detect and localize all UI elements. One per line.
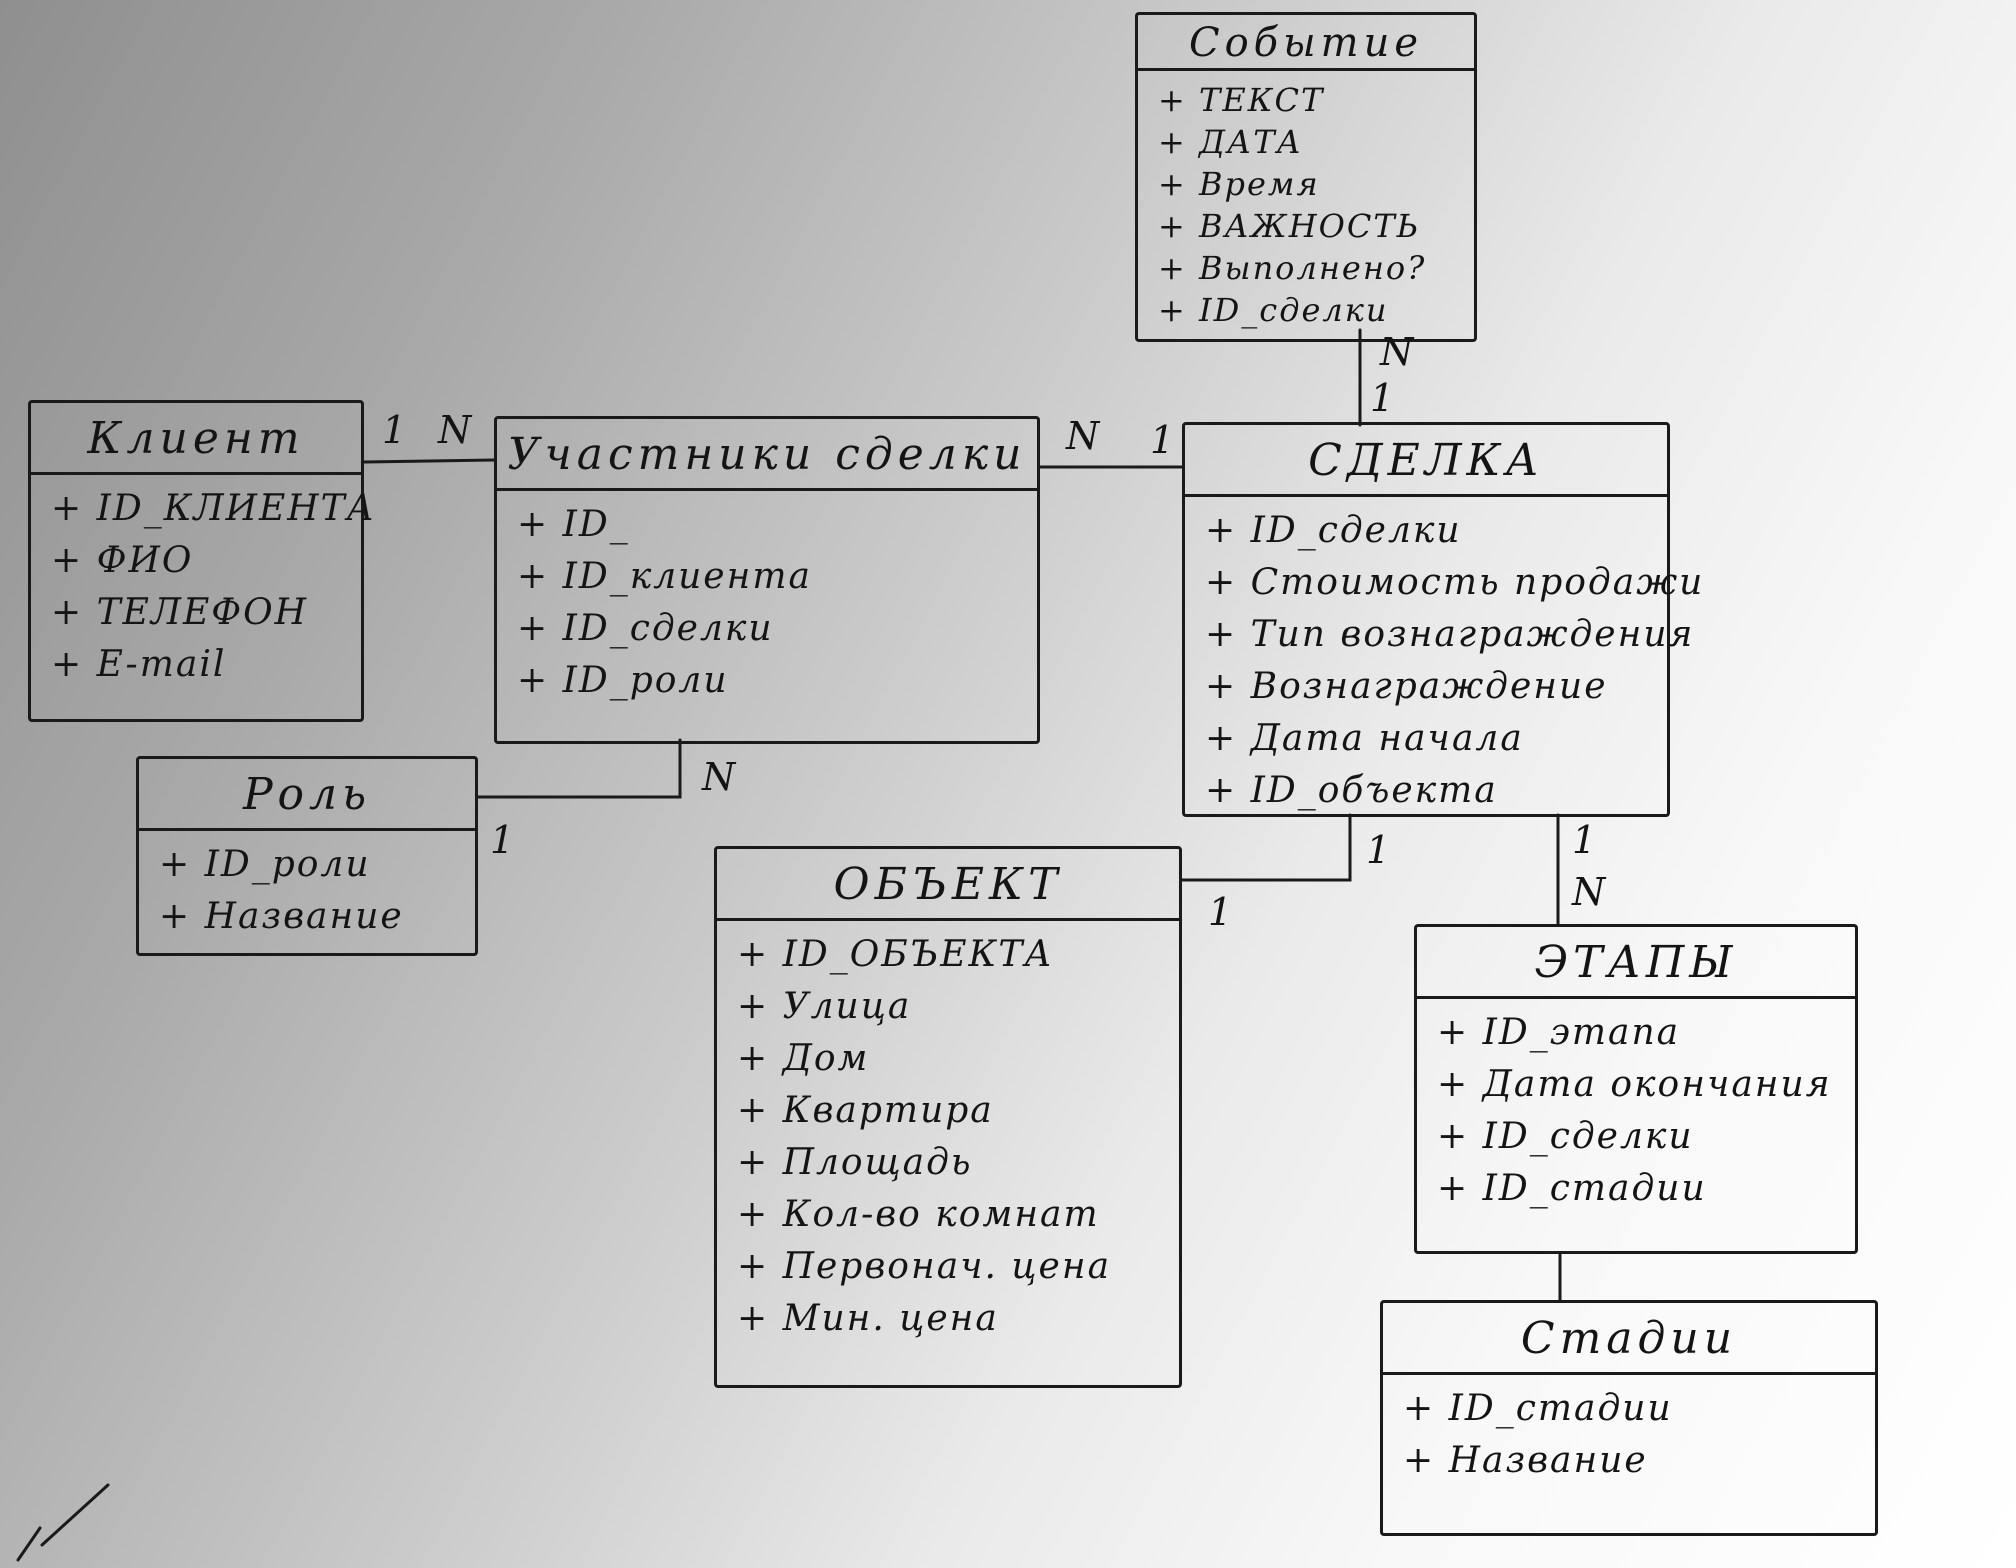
cardinality-label: 1: [1208, 890, 1233, 934]
attribute: + ID_ОБЪЕКТА: [737, 934, 1054, 975]
entity-sobytie: Событие + ТЕКСТ + ДАТА + Время + ВАЖНОСТ…: [1135, 12, 1477, 342]
entity-title: Клиент: [31, 403, 361, 475]
attribute: + ВАЖНОСТЬ: [1158, 207, 1421, 245]
entity-attributes: + ID_сделки + Стоимость продажи + Тип во…: [1185, 497, 1705, 817]
entity-attributes: + ID_этапа + Дата окончания + ID_сделки …: [1417, 999, 1855, 1215]
entity-obekt: ОБЪЕКТ + ID_ОБЪЕКТА + Улица + Дом + Квар…: [714, 846, 1182, 1388]
cardinality-label: N: [438, 408, 472, 452]
entity-title: Участники сделки: [497, 419, 1037, 491]
attribute: + Название: [159, 896, 404, 937]
attribute: + ID_: [517, 504, 630, 545]
attribute: + ID_роли: [517, 660, 729, 701]
attribute: + Площадь: [737, 1142, 973, 1183]
attribute: + Дата окончания: [1437, 1064, 1832, 1105]
attribute: + ID_сделки: [1437, 1116, 1694, 1157]
entity-klient: Клиент + ID_КЛИЕНТА + ФИО + ТЕЛЕФОН + E-…: [28, 400, 376, 722]
attribute: + Стоимость продажи: [1205, 562, 1705, 603]
entity-attributes: + ID_роли + Название: [139, 831, 475, 943]
attribute: + ID_сделки: [1158, 291, 1389, 329]
entity-attributes: + ID_ + ID_клиента + ID_сделки + ID_роли: [497, 491, 1037, 707]
attribute: + ID_объекта: [1205, 770, 1498, 811]
cardinality-label: N: [702, 755, 736, 799]
entity-title: СДЕЛКА: [1185, 425, 1667, 497]
cardinality-label: 1: [490, 818, 515, 862]
attribute: + Выполнено?: [1158, 249, 1427, 287]
attribute: + ID_КЛИЕНТА: [51, 488, 376, 529]
entity-title: Событие: [1138, 15, 1474, 71]
cardinality-label: 1: [1366, 828, 1391, 872]
attribute: + ID_клиента: [517, 556, 812, 597]
entity-title: Стадии: [1383, 1303, 1875, 1375]
entity-title: ОБЪЕКТ: [717, 849, 1179, 921]
line-uchastniki-rol: [476, 738, 682, 799]
attribute: + Дом: [737, 1038, 870, 1079]
entity-title: Роль: [139, 759, 475, 831]
attribute: + ID_стадии: [1437, 1168, 1707, 1209]
attribute: + Мин. цена: [737, 1298, 999, 1339]
checkmark: [16, 1526, 42, 1562]
attribute: + E-mail: [51, 644, 227, 685]
line-klient-uchastniki: [362, 458, 496, 464]
attribute: + Улица: [737, 986, 912, 1027]
cardinality-label: 1: [1150, 418, 1175, 462]
entity-attributes: + ID_ОБЪЕКТА + Улица + Дом + Квартира + …: [717, 921, 1179, 1345]
entity-title: ЭТАПЫ: [1417, 927, 1855, 999]
entity-uchastniki-sdelki: Участники сделки + ID_ + ID_клиента + ID…: [494, 416, 1040, 744]
entity-etapy: ЭТАПЫ + ID_этапа + Дата окончания + ID_с…: [1414, 924, 1858, 1254]
entity-attributes: + ТЕКСТ + ДАТА + Время + ВАЖНОСТЬ + Выпо…: [1138, 71, 1474, 331]
attribute: + Название: [1403, 1440, 1648, 1481]
attribute: + ID_роли: [159, 844, 371, 885]
attribute: + ID_сделки: [517, 608, 774, 649]
check-stroke: [40, 1483, 110, 1547]
attribute: + ID_сделки: [1205, 510, 1462, 551]
cardinality-label: 1: [1572, 818, 1597, 862]
attribute: + Вознаграждение: [1205, 666, 1608, 707]
cardinality-label: 1: [382, 408, 407, 452]
attribute: + Дата начала: [1205, 718, 1524, 759]
entity-attributes: + ID_стадии + Название: [1383, 1375, 1875, 1487]
cardinality-label: 1: [1370, 376, 1395, 420]
entity-attributes: + ID_КЛИЕНТА + ФИО + ТЕЛЕФОН + E-mail: [31, 475, 376, 691]
attribute: + ТЕКСТ: [1158, 81, 1325, 119]
cardinality-label: N: [1066, 414, 1100, 458]
attribute: + ID_стадии: [1403, 1388, 1673, 1429]
attribute: + ДАТА: [1158, 123, 1303, 161]
entity-stadii: Стадии + ID_стадии + Название: [1380, 1300, 1878, 1536]
entity-rol: Роль + ID_роли + Название: [136, 756, 478, 956]
cardinality-label: N: [1380, 330, 1414, 374]
attribute: + Тип вознаграждения: [1205, 614, 1695, 655]
attribute: + ID_этапа: [1437, 1012, 1681, 1053]
cardinality-label: N: [1572, 870, 1606, 914]
attribute: + Кол-во комнат: [737, 1194, 1100, 1235]
attribute: + Время: [1158, 165, 1320, 203]
entity-sdelka: СДЕЛКА + ID_сделки + Стоимость продажи +…: [1182, 422, 1705, 817]
attribute: + ФИО: [51, 540, 194, 581]
attribute: + Первонач. цена: [737, 1246, 1112, 1287]
line-sdelka-obekt: [1180, 813, 1352, 882]
attribute: + ТЕЛЕФОН: [51, 592, 309, 633]
attribute: + Квартира: [737, 1090, 994, 1131]
